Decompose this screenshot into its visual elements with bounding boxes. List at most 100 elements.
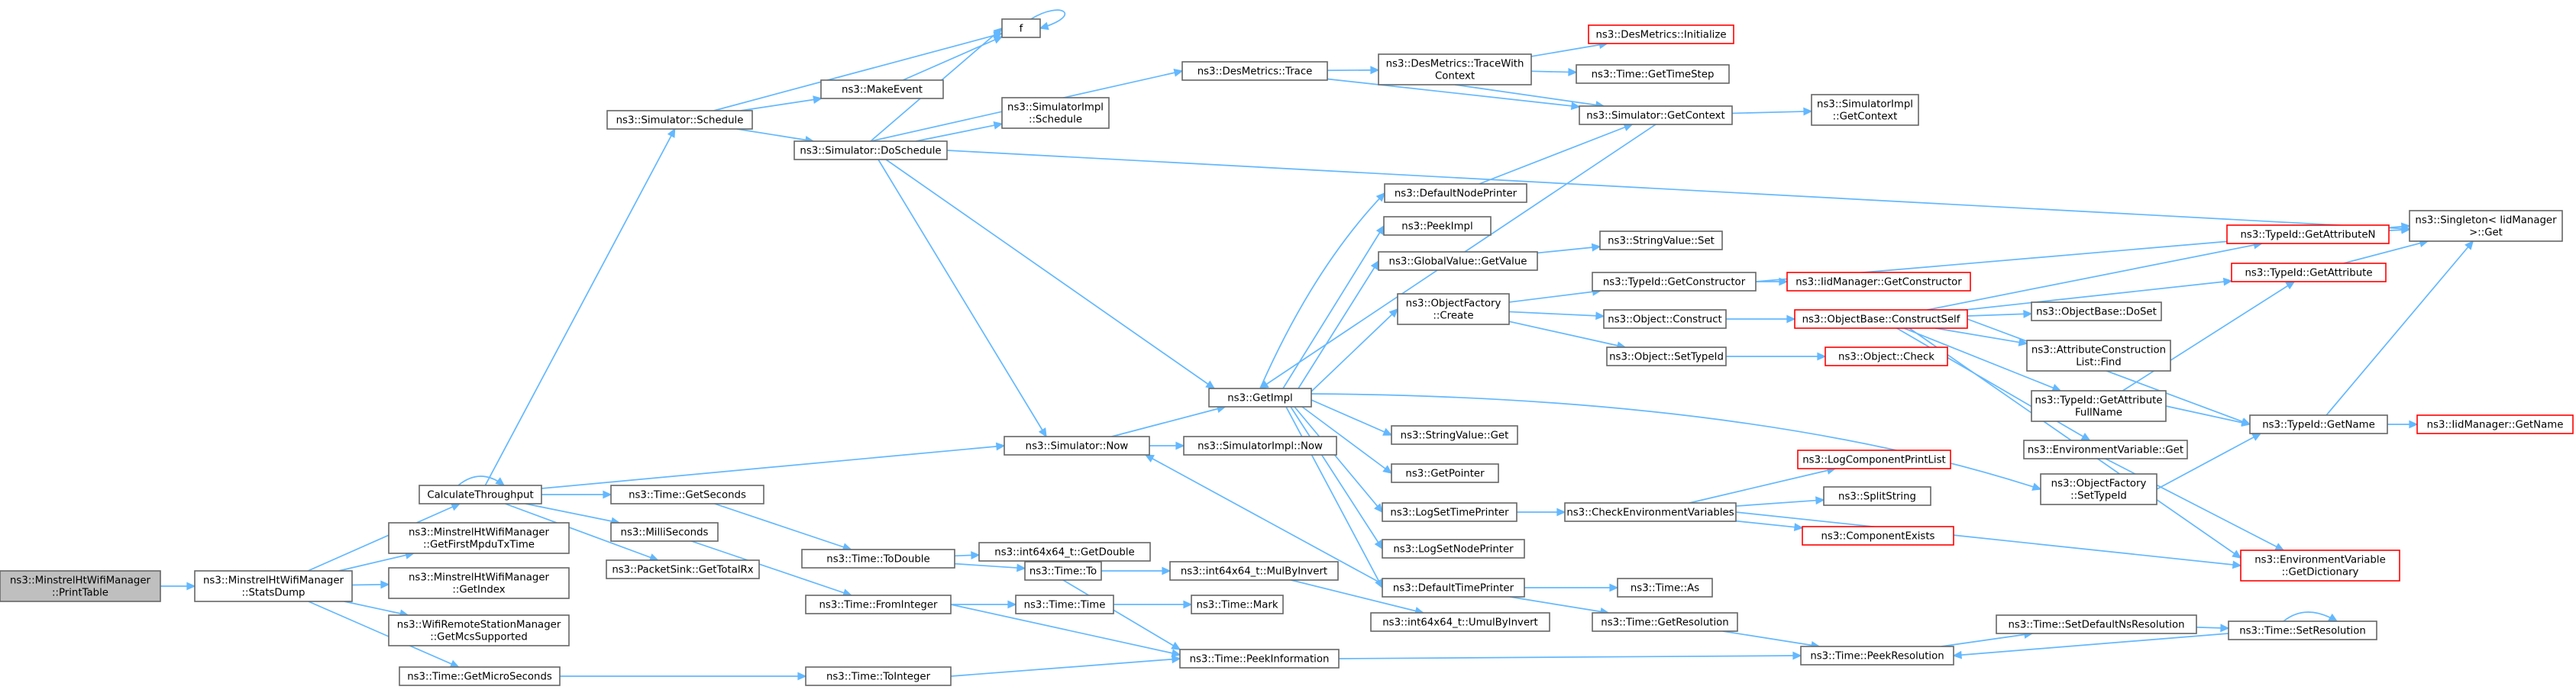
node-tointeger[interactable]: ns3::Time::ToInteger [805,666,952,686]
node-objectsettypeid[interactable]: ns3::Object::SetTypeId [1606,346,1727,366]
node-timetime[interactable]: ns3::Time::Time [1015,595,1114,614]
node-box[interactable] [1191,595,1284,614]
node-box[interactable] [388,522,570,554]
node-box[interactable] [1015,595,1114,614]
node-box[interactable] [1179,649,1340,669]
node-mulbyinvert[interactable]: ns3::int64x64_t::MulByInvert [1169,561,1339,581]
node-box[interactable] [1382,539,1525,559]
node-simimplschedule[interactable]: ns3::SimulatorImpl::Schedule [1001,97,1110,129]
node-iidgetconstructor[interactable]: ns3::IidManager::GetConstructor [1786,272,1971,292]
node-box[interactable] [1786,272,1971,292]
node-gettimestep[interactable]: ns3::Time::GetTimeStep [1576,64,1730,84]
node-box[interactable] [1378,53,1532,85]
node-box[interactable] [1606,346,1727,366]
node-objectbasedoset[interactable]: ns3::ObjectBase::DoSet [2031,301,2162,321]
node-box[interactable] [1382,502,1517,522]
node-box[interactable] [1576,64,1730,84]
node-defaultnodeprinter[interactable]: ns3::DefaultNodePrinter [1384,183,1527,203]
node-logcomponentprintlist[interactable]: ns3::LogComponentPrintList [1797,450,1951,469]
node-getpointer[interactable]: ns3::GetPointer [1391,463,1499,483]
node-logsetnodeprinter[interactable]: ns3::LogSetNodePrinter [1382,539,1525,559]
node-getfirstmpdu[interactable]: ns3::MinstrelHtWifiManager::GetFirstMpdu… [388,522,570,554]
node-checkenv[interactable]: ns3::CheckEnvironmentVariables [1564,502,1737,522]
node-box[interactable] [1370,612,1550,632]
node-desinit[interactable]: ns3::DesMetrics::Initialize [1588,24,1734,44]
node-box[interactable] [1996,614,2197,634]
node-iidgetname[interactable]: ns3::IidManager::GetName [2416,414,2574,434]
node-box[interactable] [1378,251,1538,271]
node-objfactorysettypeid[interactable]: ns3::ObjectFactory::SetTypeId [2040,473,2157,505]
node-todouble[interactable]: ns3::Time::ToDouble [801,549,955,569]
node-singletonget[interactable]: ns3::Singleton< IidManager>::Get [2409,210,2563,242]
node-box[interactable] [1825,346,1948,366]
node-peekinformation[interactable]: ns3::Time::PeekInformation [1179,649,1340,669]
node-box[interactable] [1811,94,1919,126]
node-box[interactable] [399,666,561,686]
node-objectfactorycreate[interactable]: ns3::ObjectFactory::Create [1397,293,1510,325]
node-splitstring[interactable]: ns3::SplitString [1823,486,1931,506]
node-box[interactable] [2416,414,2574,434]
node-getindex[interactable]: ns3::MinstrelHtWifiManager::GetIndex [388,567,570,599]
node-simimplgetcontext[interactable]: ns3::SimulatorImpl::GetContext [1811,94,1919,126]
node-frominteger[interactable]: ns3::Time::FromInteger [805,595,952,614]
node-logsettimeprinter[interactable]: ns3::LogSetTimePrinter [1382,502,1517,522]
node-setdefaultnsres[interactable]: ns3::Time::SetDefaultNsResolution [1996,614,2197,634]
node-box[interactable] [2249,414,2388,434]
node-box[interactable] [610,522,719,542]
node-timeas[interactable]: ns3::Time::As [1617,578,1713,598]
node-gettotalrx[interactable]: ns3::PacketSink::GetTotalRx [606,559,760,579]
node-box[interactable] [1183,436,1337,456]
node-getresolution[interactable]: ns3::Time::GetResolution [1592,612,1738,632]
node-int64getdouble[interactable]: ns3::int64x64_t::GetDouble [978,542,1151,562]
node-box[interactable] [805,595,952,614]
node-destrace[interactable]: ns3::DesMetrics::Trace [1181,61,1328,81]
node-umulbyinvert[interactable]: ns3::int64x64_t::UmulByInvert [1370,612,1550,632]
node-simimplnow[interactable]: ns3::SimulatorImpl::Now [1183,436,1337,456]
node-typeidgetconstructor[interactable]: ns3::TypeId::GetConstructor [1592,272,1757,292]
node-box[interactable] [2031,301,2162,321]
node-getattributen[interactable]: ns3::TypeId::GetAttributeN [2226,224,2390,244]
node-makeevent[interactable]: ns3::MakeEvent [820,79,944,99]
node-objectconstruct[interactable]: ns3::Object::Construct [1603,309,1727,329]
node-box[interactable] [1169,561,1339,581]
node-printtable[interactable]: ns3::MinstrelHtWifiManager::PrintTable [0,570,161,602]
node-doschedule[interactable]: ns3::Simulator::DoSchedule [793,140,948,160]
node-getattribute[interactable]: ns3::TypeId::GetAttribute [2231,263,2387,282]
node-box[interactable] [1797,450,1951,469]
node-box[interactable] [1397,293,1510,325]
node-box[interactable] [1001,18,1041,38]
node-constructself[interactable]: ns3::ObjectBase::ConstructSelf [1794,309,1968,329]
node-box[interactable] [1588,24,1734,44]
node-typeidgetname[interactable]: ns3::TypeId::GetName [2249,414,2388,434]
node-peekimpl[interactable]: ns3::PeekImpl [1383,216,1492,236]
node-box[interactable] [2040,473,2157,505]
node-box[interactable] [2228,620,2377,640]
node-f[interactable]: f [1001,18,1041,38]
node-now[interactable]: ns3::Simulator::Now [1004,436,1150,456]
node-box[interactable] [1617,578,1713,598]
node-box[interactable] [1382,578,1525,598]
node-box[interactable] [1603,309,1727,329]
node-box[interactable] [793,140,948,160]
node-box[interactable] [1794,309,1968,329]
node-stringvalueset[interactable]: ns3::StringValue::Set [1599,230,1723,250]
node-objectcheck[interactable]: ns3::Object::Check [1825,346,1948,366]
node-box[interactable] [805,666,952,686]
node-timemark[interactable]: ns3::Time::Mark [1191,595,1284,614]
node-getseconds[interactable]: ns3::Time::GetSeconds [610,485,764,504]
node-box[interactable] [1800,646,1954,666]
node-box[interactable] [1024,561,1102,581]
node-box[interactable] [1592,272,1757,292]
node-box[interactable] [1181,61,1328,81]
node-box[interactable] [194,570,353,602]
node-calcthroughput[interactable]: CalculateThroughput [419,485,542,504]
node-box[interactable] [419,485,542,504]
node-getmcssupported[interactable]: ns3::WifiRemoteStationManager::GetMcsSup… [388,614,570,646]
node-stringvalueget[interactable]: ns3::StringValue::Get [1391,425,1518,445]
node-box[interactable] [388,614,570,646]
node-box[interactable] [978,542,1151,562]
node-schedule[interactable]: ns3::Simulator::Schedule [606,110,753,130]
node-box[interactable] [2031,390,2167,422]
